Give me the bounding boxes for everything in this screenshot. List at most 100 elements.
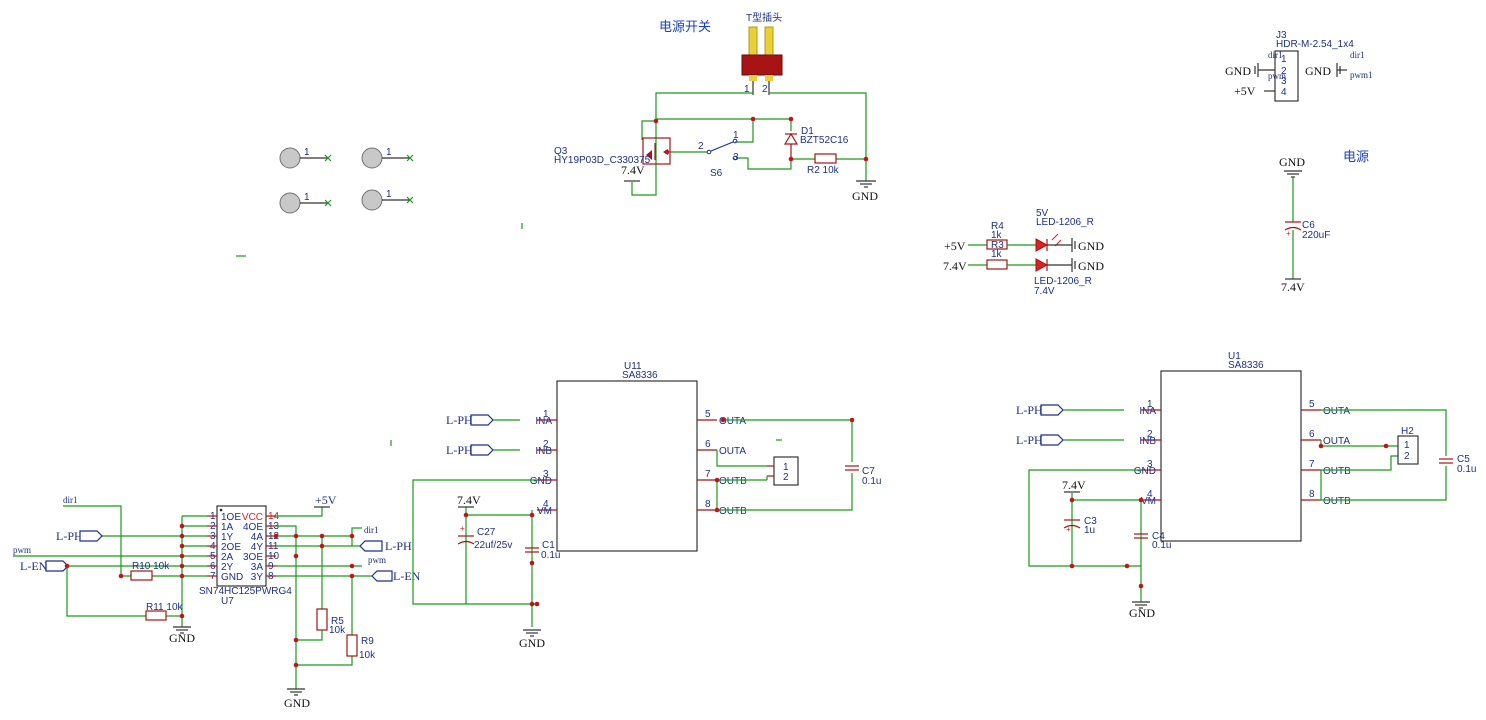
u7-pin-name: 4Y bbox=[251, 542, 264, 553]
h2-connector[interactable]: H2 1 2 bbox=[1397, 426, 1419, 465]
c7-capacitor[interactable]: C7 0.1u bbox=[845, 465, 881, 487]
c1-capacitor[interactable]: C1 0.1u bbox=[525, 540, 560, 561]
c7-ref: C7 bbox=[862, 466, 875, 477]
pin-num: 2 bbox=[1147, 429, 1153, 440]
wire-plug-to-gnd bbox=[769, 92, 867, 181]
led-top[interactable] bbox=[1035, 238, 1049, 252]
r2-resistor[interactable]: R2 10k bbox=[807, 153, 840, 176]
j3-body[interactable] bbox=[1274, 50, 1299, 102]
plug-pin-right bbox=[764, 26, 774, 58]
c5-ref: C5 bbox=[1457, 454, 1470, 465]
pin-name: INB bbox=[535, 446, 552, 457]
u11-part: SA8336 bbox=[622, 370, 658, 381]
c1-val: 0.1u bbox=[541, 550, 560, 561]
u11-conn[interactable]: 1 2 bbox=[766, 456, 799, 486]
led-in-top: +5V bbox=[944, 239, 966, 253]
c5-capacitor[interactable]: C5 0.1u bbox=[1439, 454, 1476, 475]
c6-val: 220uF bbox=[1302, 230, 1330, 241]
r10-resistor[interactable] bbox=[130, 570, 153, 581]
pin-num: 7 bbox=[705, 469, 711, 480]
c5-val: 0.1u bbox=[1457, 464, 1476, 475]
c6-gnd-label: GND bbox=[1279, 155, 1305, 169]
u11-gnd: GND bbox=[519, 636, 545, 650]
j3-ref: J3 bbox=[1276, 30, 1287, 41]
pin-name: OUTB bbox=[719, 476, 747, 487]
u1-driver-block: U1 SA8336 1INA2INB3GND4VM5OUTA6OUTA7OUTB… bbox=[1016, 351, 1476, 620]
pin-num: 4 bbox=[1147, 489, 1153, 500]
h2-ref: H2 bbox=[1401, 426, 1414, 437]
u7-pin-name: 2OE bbox=[221, 542, 241, 553]
junction bbox=[863, 156, 869, 162]
net-lph-right: L-PH bbox=[385, 539, 412, 553]
led-indicator-block: R4 1k 5V LED-1206_R +5V R3 GND 7.4V GND … bbox=[943, 208, 1104, 297]
r2-body bbox=[814, 153, 837, 164]
switch-gnd-label: GND bbox=[852, 189, 878, 203]
s6-switch[interactable]: 2 1 3 S6 bbox=[698, 130, 739, 179]
pin-num: 3 bbox=[543, 469, 549, 480]
j3-pin-2: 2 bbox=[1281, 66, 1287, 77]
u7-pin-name: 3Y bbox=[251, 572, 264, 583]
junction bbox=[664, 149, 670, 155]
led-top-part: LED-1206_R bbox=[1036, 217, 1094, 228]
u7-junctions bbox=[64, 523, 355, 668]
q3-outline bbox=[642, 137, 671, 165]
u11-conn-pin2: 2 bbox=[783, 472, 789, 483]
s6-contact-2 bbox=[706, 149, 712, 155]
c27-capacitor[interactable]: + C27 22uf/25v bbox=[457, 524, 512, 551]
pin-num: 8 bbox=[705, 499, 711, 510]
c6-capacitor[interactable]: + C6 220uF bbox=[1284, 220, 1330, 241]
s6-pin2: 2 bbox=[698, 141, 704, 152]
r9-resistor[interactable] bbox=[346, 634, 358, 657]
mounting-holes: 1 1 1 1 bbox=[236, 147, 782, 446]
u1-net-in2: L-PH bbox=[1016, 433, 1043, 447]
wire-gnd-bus-right bbox=[276, 525, 297, 689]
svg-text:1: 1 bbox=[386, 189, 392, 200]
d1-zener[interactable]: D1 BZT52C16 bbox=[783, 126, 849, 159]
led-in-bottom: 7.4V bbox=[943, 259, 967, 273]
led-bottom[interactable] bbox=[1035, 258, 1049, 272]
j3-gnd-left: GND bbox=[1225, 64, 1251, 78]
u11-net-in1: L-PH bbox=[446, 413, 473, 427]
q3-mosfet[interactable]: Q3 HY19P03D_C330375 7.4V bbox=[554, 137, 671, 182]
svg-text:+: + bbox=[1066, 525, 1071, 534]
u7-pin-name: 4OE bbox=[243, 522, 263, 533]
c6-net: 7.4V bbox=[1281, 280, 1305, 294]
mounting-hole[interactable]: 1 bbox=[361, 189, 414, 211]
len-right-flag bbox=[371, 570, 393, 582]
net-dir1-left: dir1 bbox=[63, 495, 78, 505]
t-plug-connector[interactable]: 1 2 bbox=[741, 26, 783, 95]
wire-u1-outb bbox=[1320, 466, 1447, 501]
q3-net-7v4: 7.4V bbox=[621, 163, 645, 177]
c7-val: 0.1u bbox=[862, 476, 881, 487]
mounting-hole[interactable]: 1 bbox=[361, 147, 414, 169]
wire-q3-gate-loop bbox=[631, 121, 657, 196]
r11-resistor[interactable] bbox=[145, 610, 167, 621]
pin-num: 5 bbox=[705, 409, 711, 420]
net-len-right: L-EN bbox=[393, 569, 421, 583]
c3-capacitor[interactable]: + C3 1u bbox=[1063, 516, 1097, 536]
plug-body bbox=[741, 54, 783, 76]
pin-num: 5 bbox=[1309, 399, 1315, 410]
mounting-hole[interactable]: 1 bbox=[279, 192, 332, 214]
switch-gnd-symbol: GND bbox=[852, 180, 878, 203]
u11-junctions bbox=[463, 417, 855, 607]
r4-resistor[interactable] bbox=[986, 259, 1008, 270]
wire-u11-outa2 bbox=[716, 450, 767, 467]
pin-name: OUTB bbox=[1323, 466, 1351, 477]
c4-capacitor[interactable]: C4 0.1u bbox=[1134, 531, 1171, 551]
pin-name: OUTB bbox=[719, 506, 747, 517]
u11-body[interactable] bbox=[556, 380, 698, 552]
j3-net-dir1-small: dir1 bbox=[1268, 50, 1283, 60]
r5-resistor[interactable] bbox=[316, 608, 328, 631]
plug-label: T型插头 bbox=[746, 11, 782, 24]
c6-ref: C6 bbox=[1302, 220, 1315, 231]
mounting-hole[interactable]: 1 bbox=[279, 147, 332, 169]
u1-body[interactable] bbox=[1160, 370, 1302, 542]
j3-vcc: +5V bbox=[1234, 84, 1256, 98]
pin-name: VM bbox=[1141, 496, 1156, 507]
pin-num: 3 bbox=[1147, 459, 1153, 470]
u7-pin-name: 3A bbox=[251, 562, 264, 573]
pin-num: 6 bbox=[705, 439, 711, 450]
